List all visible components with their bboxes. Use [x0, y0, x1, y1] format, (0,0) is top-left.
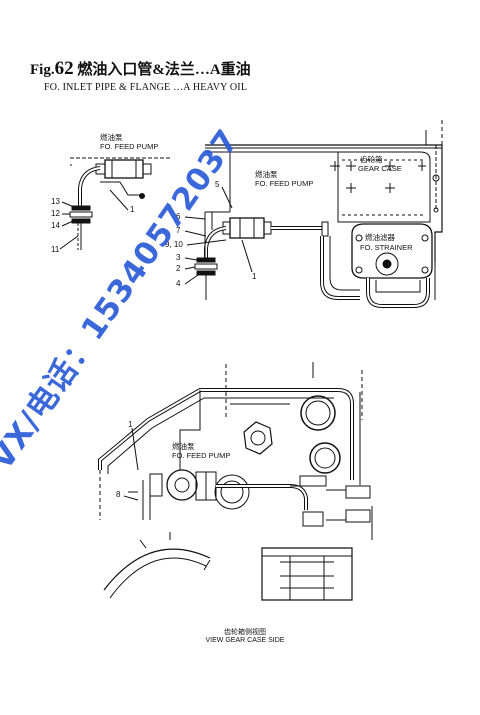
figure-title-english: FO. INLET PIPE & FLANGE …A HEAVY OIL: [44, 82, 248, 93]
gear-case-label-cn: 齿轮箱: [360, 155, 383, 164]
caption-cn: 齿轮箱侧视图: [224, 629, 266, 636]
callout-14: 14: [51, 221, 60, 230]
callout-1-left: 1: [130, 205, 135, 214]
callout-7: 7: [176, 226, 181, 235]
callout-5: 5: [215, 180, 220, 189]
left-detail-drawing: [59, 157, 170, 250]
callout-3: 3: [176, 253, 181, 262]
pump-label-cn-right: 燃油泵: [255, 170, 278, 179]
pump-label-cn-left: 燃油泵: [100, 133, 123, 142]
callout-1-bottom: 1: [128, 420, 133, 429]
pump-label-cn-bottom: 燃油泵: [172, 442, 195, 451]
pump-label-en-bottom: FO. FEED PUMP: [172, 451, 231, 460]
callout-4: 4: [176, 279, 181, 288]
callout-12: 12: [51, 209, 60, 218]
callout-1-right: 1: [252, 272, 257, 281]
figure-prefix: Fig.: [30, 62, 55, 78]
gear-case-label-en: GEAR CASE: [358, 164, 402, 173]
callout-11: 11: [51, 245, 60, 254]
caption-en: VIEW GEAR CASE SIDE: [205, 637, 285, 644]
callout-8: 8: [116, 490, 121, 499]
callout-13: 13: [51, 197, 60, 206]
strainer-label-en: FO. STRAINER: [360, 243, 413, 252]
callout-6: 6: [176, 212, 181, 221]
pump-label-en-right: FO. FEED PUMP: [255, 179, 314, 188]
pump-label-en-left: FO. FEED PUMP: [100, 142, 159, 151]
gear-case-side-view-drawing: [98, 362, 373, 601]
figure-title: Fig.62 燃油入口管&法兰…A重油: [30, 58, 251, 80]
callout-9-10: 9, 10: [165, 240, 183, 249]
callout-2: 2: [176, 264, 181, 273]
gear-case-drawing: [184, 120, 443, 308]
figure-number: 62: [54, 58, 74, 79]
strainer-label-cn: 燃油滤器: [365, 233, 395, 242]
figure-title-chinese: 燃油入口管&法兰…A重油: [77, 62, 251, 78]
